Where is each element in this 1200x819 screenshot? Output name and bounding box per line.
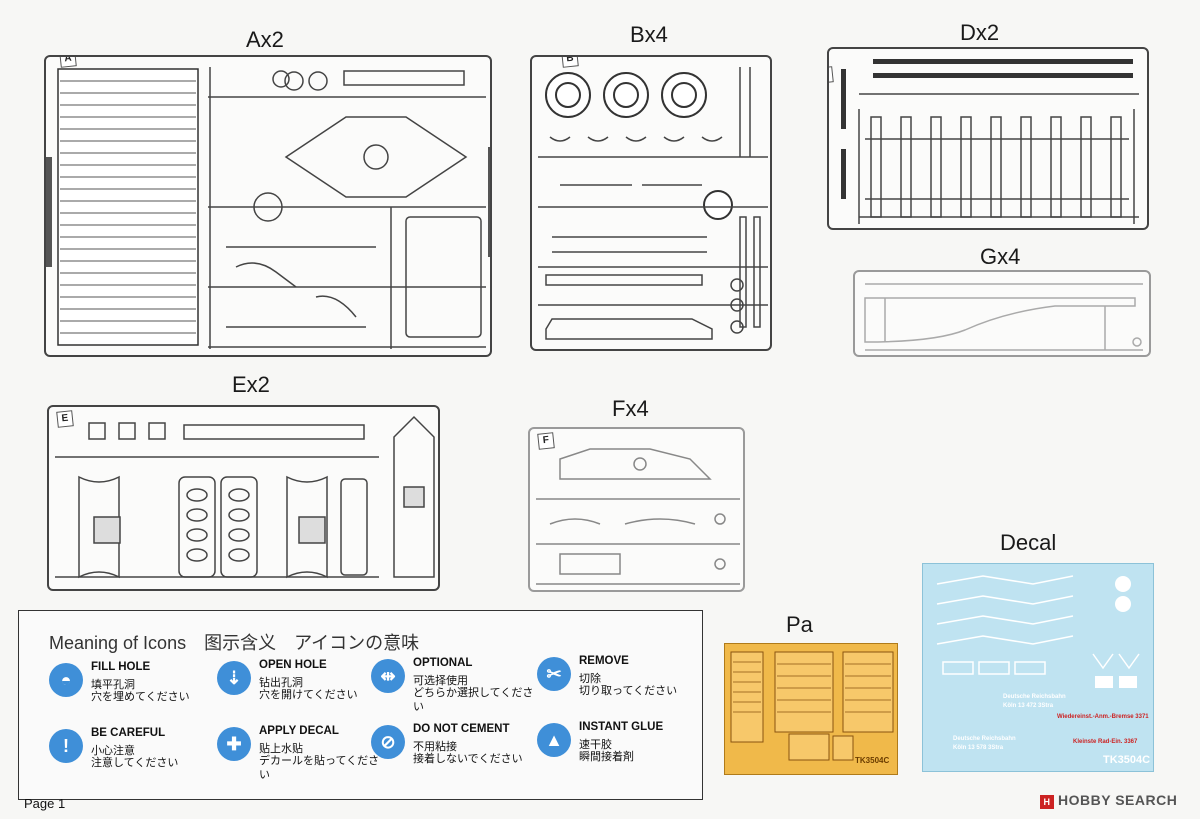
sprue-b-drawing <box>538 67 768 340</box>
decal-icon: ✚ <box>217 727 251 761</box>
legend-jp-text: 穴を埋めてください <box>91 691 190 703</box>
sprue-decal-title: Decal <box>1000 530 1057 555</box>
watermark-text: HOBBY SEARCH <box>1058 792 1178 808</box>
decal-sheet: Deutsche Reichsbahn Köln 13 472 3Stra De… <box>922 563 1154 772</box>
sprue-a-letter: A <box>59 57 77 68</box>
sprue-b-letter: B <box>561 57 579 68</box>
sprue-b-title: Bx4 <box>630 22 668 47</box>
legend-item-do-not-cement: ⊘ DO NOT CEMENT 不用粘接 接着しないでください <box>371 723 531 777</box>
optional-icon: ⇹ <box>371 659 405 693</box>
glue-icon: ▲ <box>537 723 571 757</box>
decal-red-line-2: Kleinste Rad-Ein. 3367 <box>1073 739 1138 745</box>
legend-item-fill-hole: ◓ FILL HOLE 填平孔洞 穴を埋めてください <box>49 661 209 715</box>
legend-jp-text: どちらか選択してください <box>413 687 534 713</box>
photo-etch-drawing <box>730 651 894 761</box>
legend-label: OPEN HOLE <box>259 659 327 671</box>
decal-line-3: Deutsche Reichsbahn <box>953 736 1016 742</box>
sprue-f-letter: F <box>537 432 555 450</box>
legend-cn-text: 贴上水贴 <box>259 743 303 755</box>
legend-item-open-hole: ⇣ OPEN HOLE 钻出孔洞 穴を開けてください <box>217 659 377 713</box>
legend-item-optional: ⇹ OPTIONAL 可选择使用 どちらか選択してください <box>371 657 533 713</box>
legend-label: FILL HOLE <box>91 661 151 673</box>
sprue-b: B <box>530 55 772 351</box>
legend-cn-text: 填平孔洞 <box>91 679 135 691</box>
legend-label: INSTANT GLUE <box>579 721 664 733</box>
sprue-e-title: Ex2 <box>232 372 270 397</box>
no-cement-icon: ⊘ <box>371 725 405 759</box>
legend-jp-text: 瞬間接着剤 <box>579 751 634 763</box>
decal-line-4: Köln 13 578 3Stra <box>953 745 1004 751</box>
sprue-e-letter: E <box>56 410 74 428</box>
watermark: H HOBBY SEARCH <box>1040 792 1177 809</box>
legend-item-be-careful: ! BE CAREFUL 小心注意 注意してください <box>49 727 209 781</box>
legend-cn-text: 不用粘接 <box>413 741 457 753</box>
legend-title: Meaning of Icons 图示含义 アイコンの意味 <box>49 633 420 653</box>
legend-label: DO NOT CEMENT <box>413 723 510 735</box>
sprue-f: F <box>528 427 745 592</box>
legend-item-apply-decal: ✚ APPLY DECAL 贴上水贴 デカールを貼ってください <box>217 725 379 781</box>
legend-label: APPLY DECAL <box>259 725 339 737</box>
icon-legend: Meaning of Icons 图示含义 アイコンの意味 ◓ FILL HOL… <box>18 610 703 800</box>
drill-icon: ⇣ <box>217 661 251 695</box>
legend-jp-text: デカールを貼ってください <box>259 755 380 781</box>
watermark-logo-icon: H <box>1040 795 1054 809</box>
sprue-g-drawing <box>864 283 1143 351</box>
legend-cn-text: 小心注意 <box>91 745 135 757</box>
legend-cn-text: 切除 <box>579 673 601 685</box>
legend-label: OPTIONAL <box>413 657 473 669</box>
decal-drawing <box>936 575 1140 688</box>
legend-jp-text: 切り取ってください <box>579 685 678 697</box>
decal-code: TK3504C <box>1103 754 1151 766</box>
sprue-pa-title: Pa <box>786 612 813 637</box>
photo-etch-sheet: TK3504C <box>724 643 898 775</box>
sprue-f-drawing <box>536 448 740 585</box>
fill-hole-icon: ◓ <box>49 663 83 697</box>
decal-line-2: Köln 13 472 3Stra <box>1003 703 1054 709</box>
legend-cn-text: 速干胶 <box>579 739 612 751</box>
sprue-g-title: Gx4 <box>980 244 1021 269</box>
caution-icon: ! <box>49 729 83 763</box>
sprue-g <box>853 270 1151 357</box>
photo-etch-code: TK3504C <box>855 756 890 765</box>
sprue-a-drawing <box>46 67 490 349</box>
legend-jp-text: 接着しないでください <box>413 753 523 765</box>
legend-cn-text: 钻出孔洞 <box>259 677 303 689</box>
sprue-d-drawing <box>841 59 1139 224</box>
legend-item-instant-glue: ▲ INSTANT GLUE 速干胶 瞬間接着剤 <box>537 721 697 775</box>
decal-line-1: Deutsche Reichsbahn <box>1003 694 1066 700</box>
decal-red-line-1: Wiedereinst.-Anm.-Bremse 3371 <box>1057 714 1149 720</box>
legend-label: REMOVE <box>579 655 629 667</box>
sprue-a-title: Ax2 <box>246 27 284 52</box>
sprue-a: A <box>44 55 492 357</box>
legend-jp-text: 穴を開けてください <box>259 689 358 701</box>
legend-label: BE CAREFUL <box>91 727 166 739</box>
legend-item-remove: ✂ REMOVE 切除 切り取ってください <box>537 655 697 709</box>
cut-icon: ✂ <box>537 657 571 691</box>
page-number: Page 1 <box>24 796 66 811</box>
sprue-e: E <box>47 405 440 591</box>
sprue-d-title: Dx2 <box>960 20 1000 45</box>
legend-jp-text: 注意してください <box>91 757 179 769</box>
sprue-f-title: Fx4 <box>612 396 649 421</box>
sprue-e-drawing <box>55 415 435 579</box>
sprue-d: D <box>827 47 1149 230</box>
legend-cn-text: 可选择使用 <box>413 675 468 687</box>
